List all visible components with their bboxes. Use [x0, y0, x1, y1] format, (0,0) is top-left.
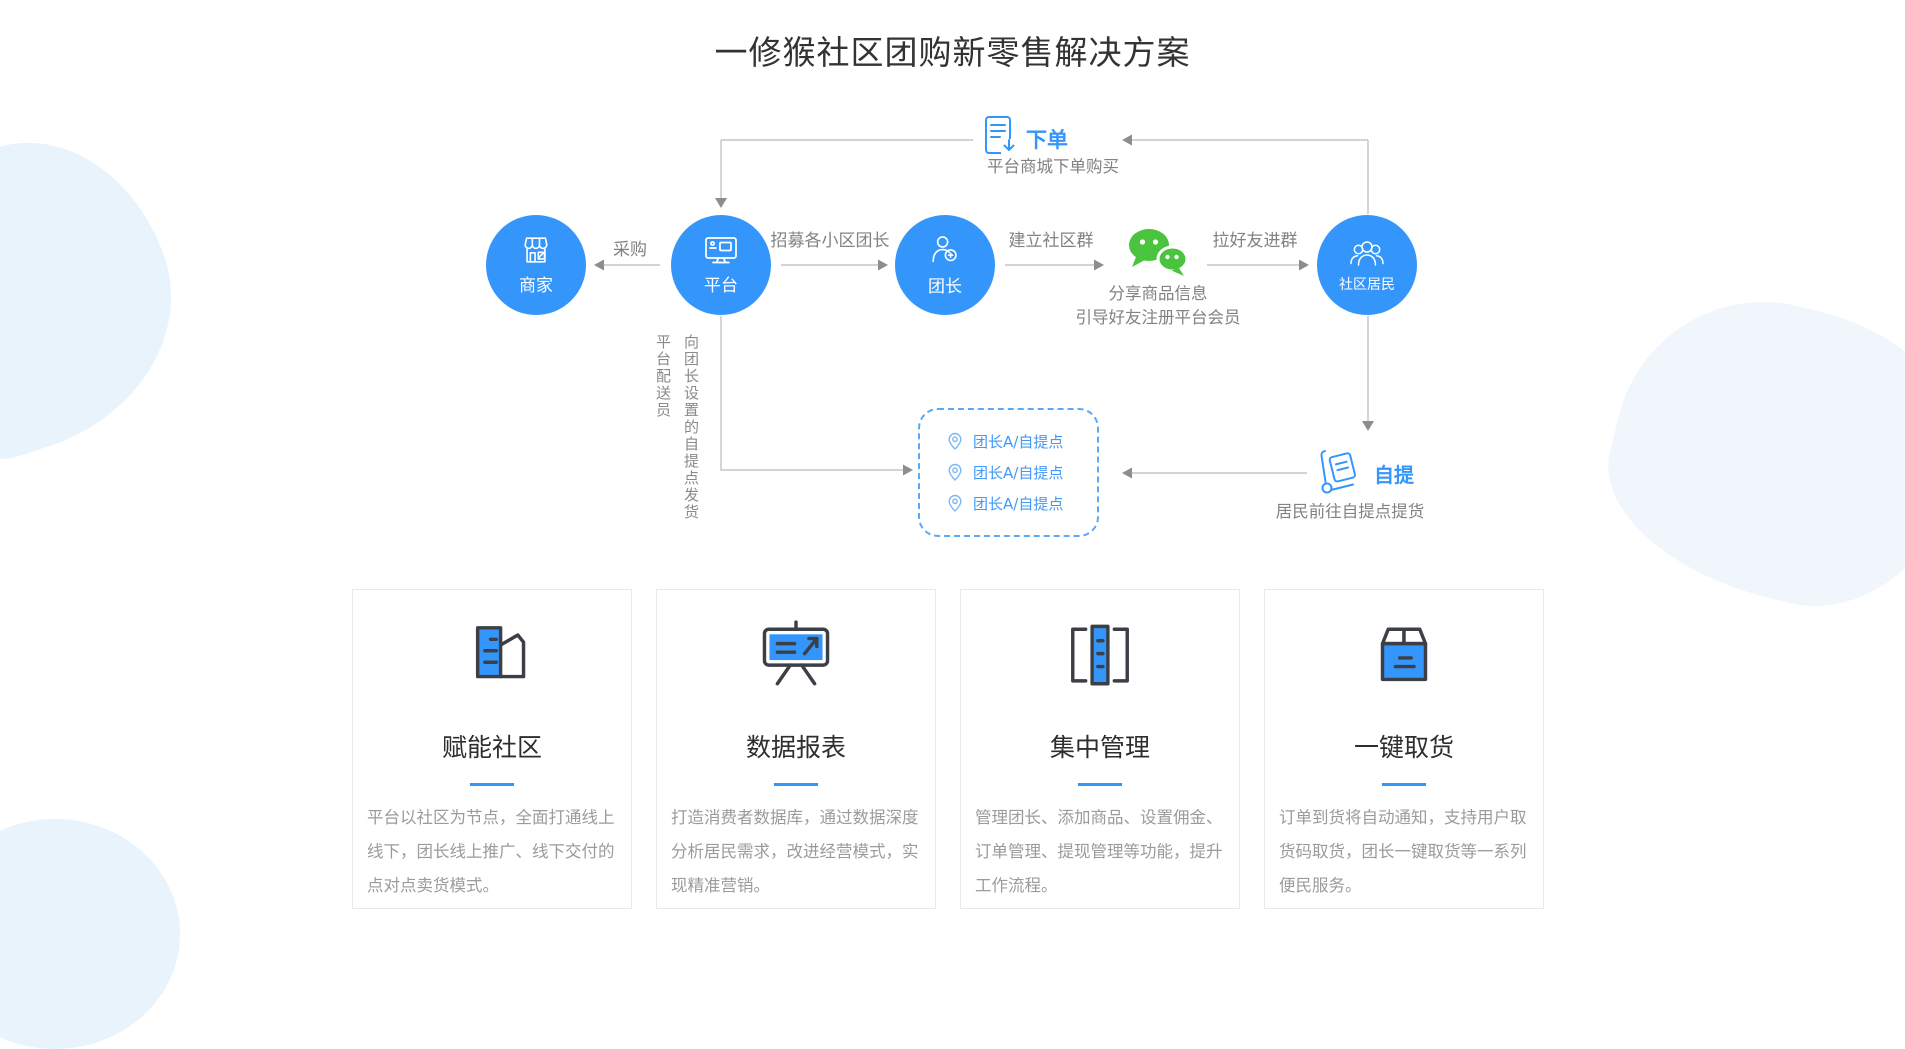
- self-pickup-caption: 居民前往自提点提货: [1275, 502, 1425, 521]
- node-residents: 社区居民: [1317, 215, 1417, 315]
- page-title: 一修猴社区团购新零售解决方案: [714, 33, 1191, 72]
- edge-label-purchase: 采购: [613, 240, 647, 260]
- storefront-icon: [524, 237, 548, 263]
- node-leader: 团长: [895, 215, 995, 315]
- self-pickup-icon: [1320, 450, 1356, 494]
- card-divider: [1382, 783, 1426, 786]
- node-merchant-label: 商家: [519, 276, 553, 296]
- data-report-icon: [753, 612, 839, 700]
- card-title: 数据报表: [745, 733, 846, 762]
- card-central-management: 集中管理 管理团长、添加商品、设置佣金、订单管理、提现管理等功能，提升工作流程。: [960, 589, 1240, 909]
- card-description: 订单到货将自动通知，支持用户取货码取货，团长一键取货等一系列便民服务。: [1279, 808, 1527, 895]
- order-icon: [985, 116, 1018, 156]
- node-leader-label: 团长: [928, 277, 962, 297]
- community-building-icon: [449, 612, 535, 700]
- edge-label-recruit: 招募各小区团长: [770, 231, 890, 251]
- group-leader-icon: [932, 236, 957, 263]
- self-pickup-label: 自提: [1374, 463, 1414, 487]
- pickup-box-icon: [1361, 612, 1447, 700]
- card-description: 管理团长、添加商品、设置佣金、订单管理、提现管理等功能，提升工作流程。: [975, 808, 1223, 895]
- pickup-points-box: 团长A/自提点 团长A/自提点 团长A/自提点: [918, 408, 1099, 537]
- card-description: 打造消费者数据库，通过数据深度分析居民需求，改进经营模式，实现精准营销。: [671, 808, 919, 895]
- pickup-point-label: 团长A/自提点: [973, 495, 1064, 513]
- pickup-point-row: 团长A/自提点: [947, 462, 1097, 483]
- card-divider: [470, 783, 514, 786]
- feature-cards: 赋能社区 平台以社区为节点，全面打通线上线下，团长线上推广、线下交付的点对点卖货…: [352, 589, 1544, 909]
- monitor-icon: [705, 237, 737, 264]
- card-title: 集中管理: [1049, 733, 1150, 762]
- order-caption: 平台商城下单购买: [987, 157, 1119, 176]
- node-merchant: 商家: [486, 215, 586, 315]
- node-platform: 平台: [671, 215, 771, 315]
- node-residents-label: 社区居民: [1339, 276, 1395, 293]
- card-divider: [1078, 783, 1122, 786]
- delivery-text-left: 平台配送员: [654, 334, 672, 419]
- location-pin-icon: [948, 432, 962, 450]
- location-pin-icon: [948, 463, 962, 481]
- wechat-caption-line2: 引导好友注册平台会员: [1075, 308, 1241, 327]
- location-pin-icon: [948, 494, 962, 512]
- wechat-icon: [1129, 229, 1189, 276]
- edge-label-invite-friends: 拉好友进群: [1212, 231, 1298, 251]
- card-data-report: 数据报表 打造消费者数据库，通过数据深度分析居民需求，改进经营模式，实现精准营销…: [656, 589, 936, 909]
- pickup-point-label: 团长A/自提点: [973, 433, 1064, 451]
- residents-group-icon: [1350, 240, 1384, 266]
- pickup-point-row: 团长A/自提点: [947, 431, 1097, 452]
- node-platform-label: 平台: [704, 276, 738, 296]
- card-description: 平台以社区为节点，全面打通线上线下，团长线上推广、线下交付的点对点卖货模式。: [367, 808, 615, 895]
- card-community: 赋能社区 平台以社区为节点，全面打通线上线下，团长线上推广、线下交付的点对点卖货…: [352, 589, 632, 909]
- card-one-key-pickup: 一键取货 订单到货将自动通知，支持用户取货码取货，团长一键取货等一系列便民服务。: [1264, 589, 1544, 909]
- pickup-point-row: 团长A/自提点: [947, 493, 1097, 514]
- card-title: 一键取货: [1353, 733, 1454, 762]
- flow-diagram: 下单 平台商城下单购买 商家 平台: [486, 116, 1425, 537]
- delivery-text-right: 向团长设置的自提点发货: [682, 334, 700, 521]
- central-management-icon: [1057, 612, 1143, 700]
- pickup-point-label: 团长A/自提点: [973, 464, 1064, 482]
- card-title: 赋能社区: [441, 733, 542, 762]
- order-label: 下单: [1026, 128, 1068, 152]
- connector-lines: [594, 134, 1374, 479]
- edge-label-create-group: 建立社区群: [1008, 231, 1094, 251]
- card-divider: [774, 783, 818, 786]
- wechat-caption-line1: 分享商品信息: [1108, 284, 1208, 303]
